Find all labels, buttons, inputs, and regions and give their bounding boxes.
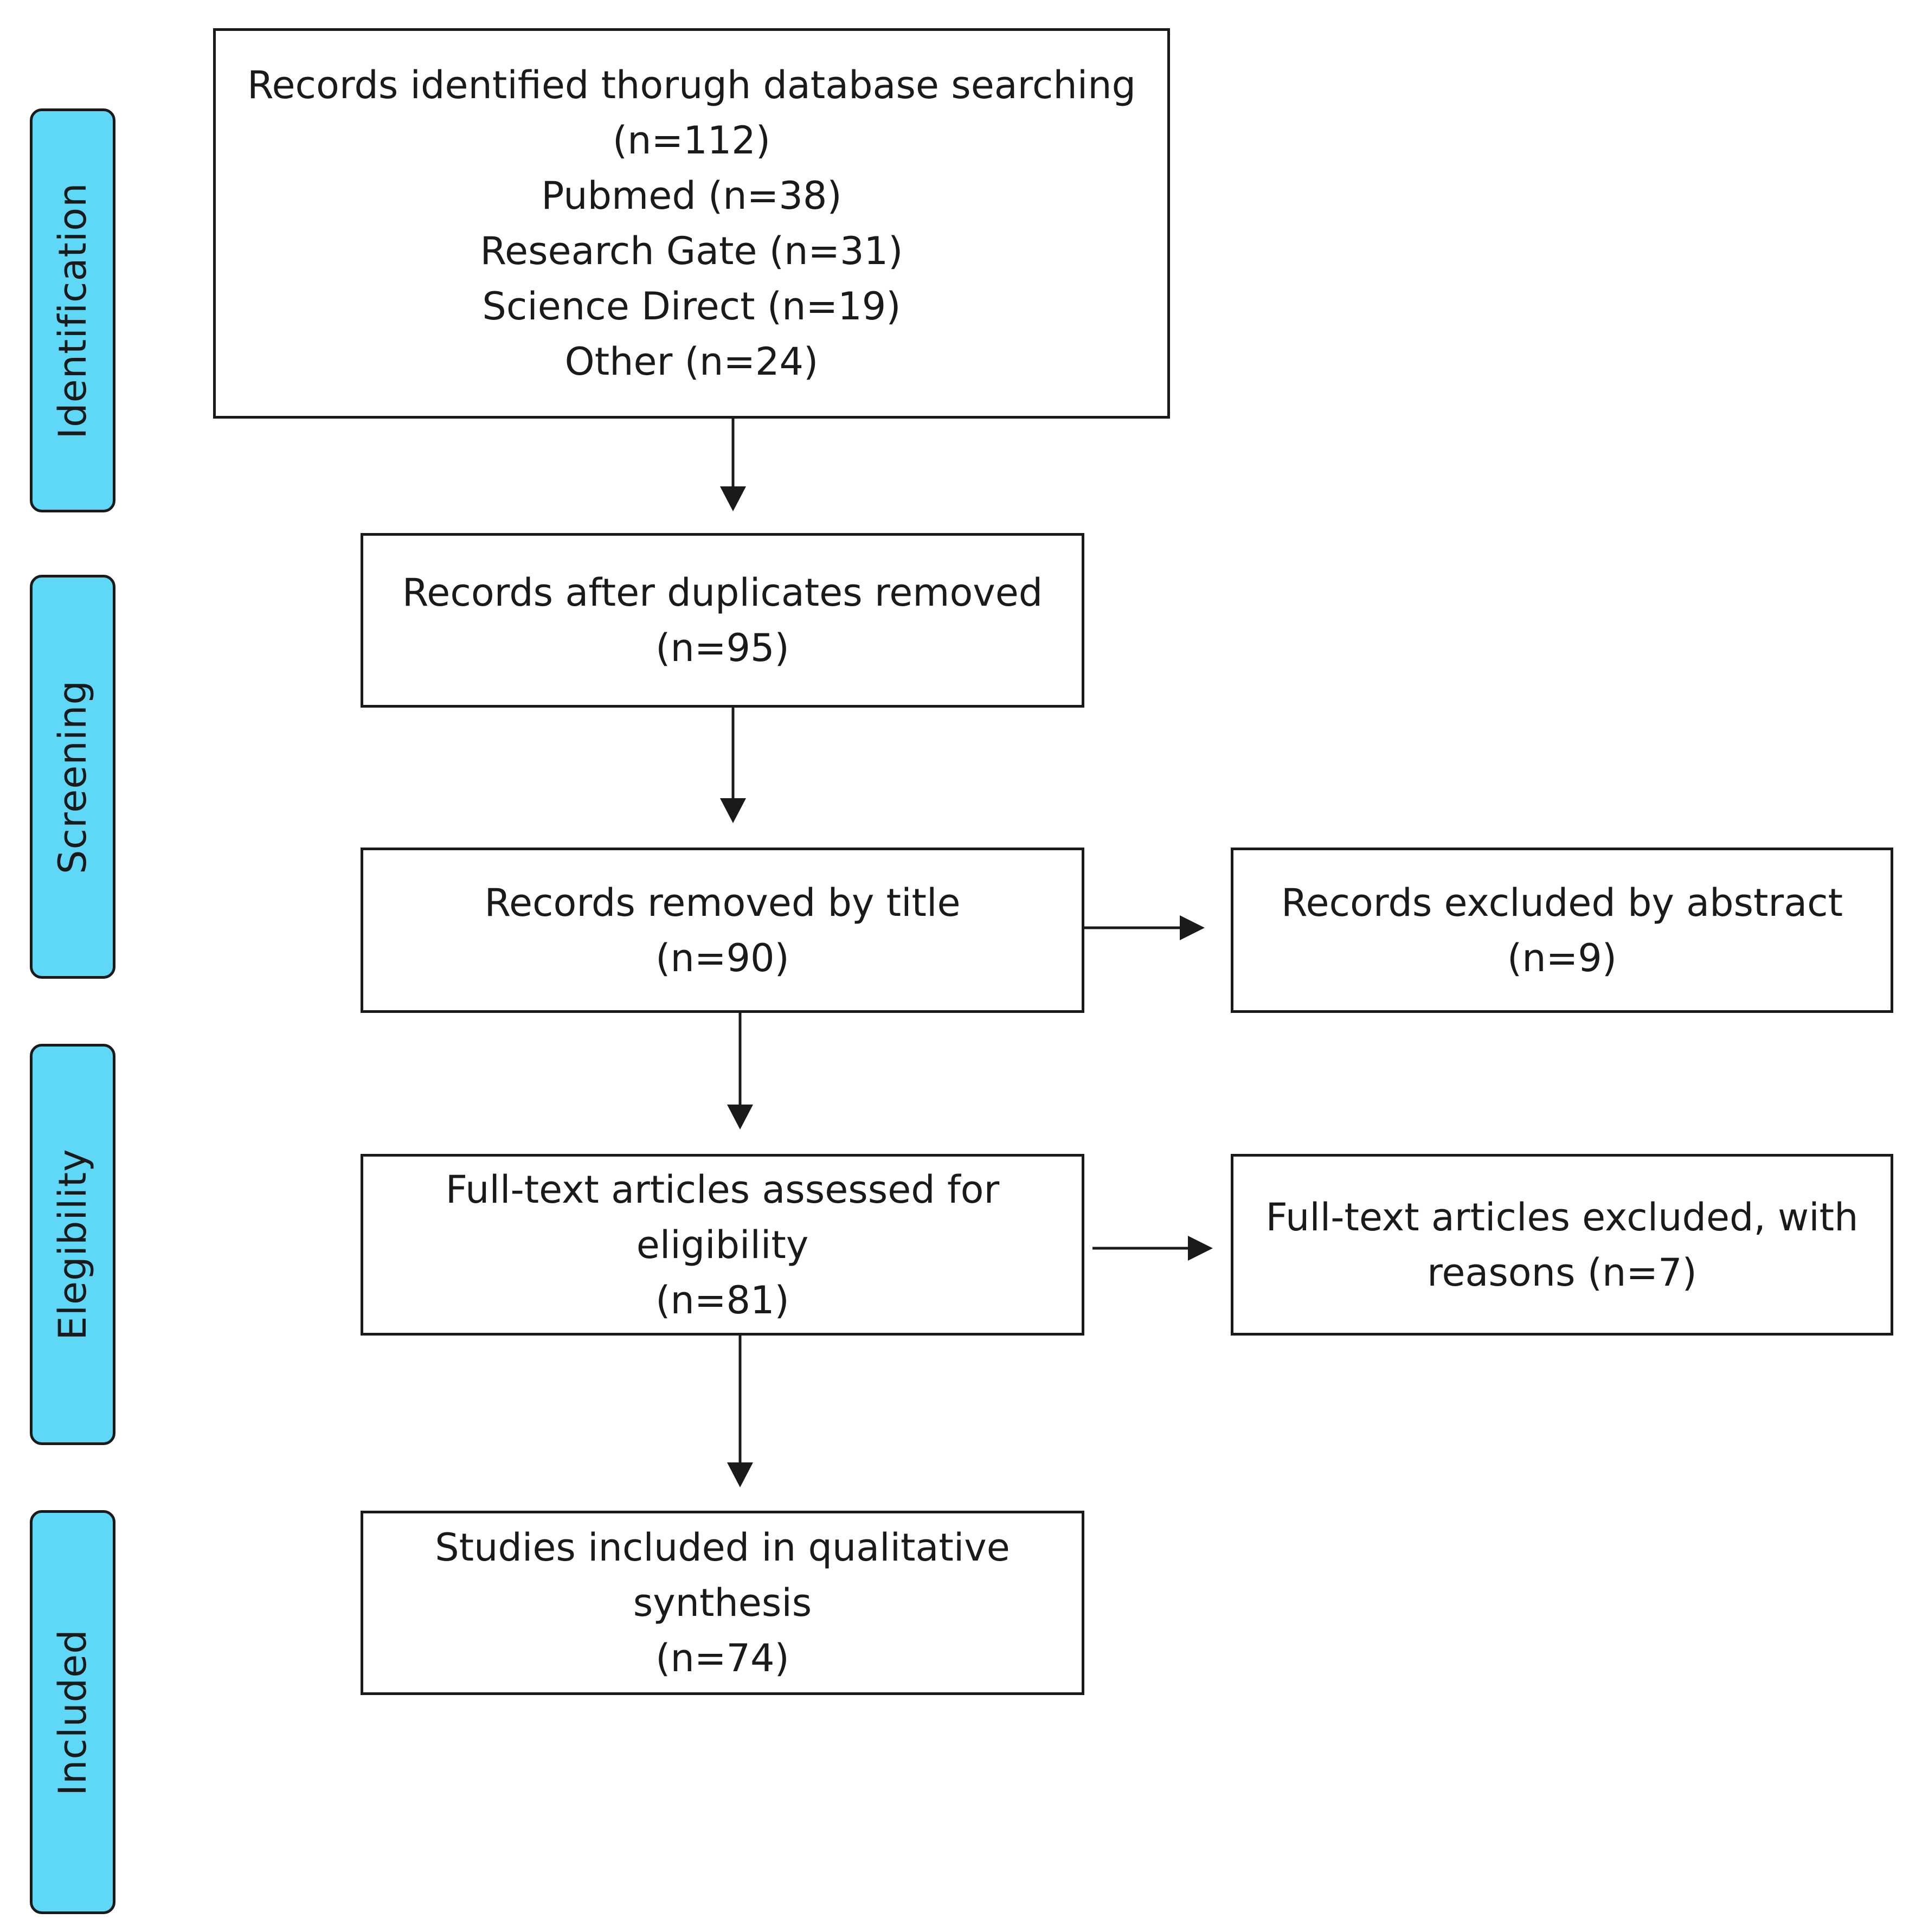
box-line: Records after duplicates removed (402, 570, 1043, 615)
stage-eligibility-label: Elegibility (50, 1148, 95, 1340)
box-line: Full-text articles assessed for (445, 1167, 1000, 1212)
arrowhead-down (727, 1462, 753, 1487)
box-line: eligibility (636, 1222, 809, 1267)
box-studies-included: Studies included in qualitative synthesi… (361, 1511, 1084, 1695)
box-line: Research Gate (n=31) (480, 229, 903, 273)
box-line: Records identified thorugh database sear… (247, 63, 1136, 107)
stage-eligibility: Elegibility (30, 1044, 115, 1445)
box-line: (n=74) (655, 1636, 789, 1680)
arrowhead-down (727, 1105, 753, 1129)
box-line: (n=112) (612, 118, 771, 163)
stage-screening: Screening (30, 575, 115, 979)
box-line: (n=95) (655, 626, 789, 670)
stage-included: Included (30, 1510, 115, 1914)
stage-identification-label: Identification (50, 182, 95, 439)
box-excluded-by-abstract: Records excluded by abstract (n=9) (1231, 848, 1893, 1013)
box-duplicates-removed: Records after duplicates removed (n=95) (361, 533, 1084, 708)
box-line: Records removed by title (484, 880, 961, 925)
box-line: (n=90) (655, 935, 789, 980)
box-line: (n=9) (1507, 935, 1617, 980)
arrowhead-down (720, 486, 746, 511)
stage-included-label: Included (50, 1628, 95, 1796)
box-full-text-assessed: Full-text articles assessed for eligibil… (361, 1154, 1084, 1336)
box-line: Studies included in qualitative (435, 1525, 1010, 1570)
stage-identification: Identification (30, 108, 115, 512)
box-line: Other (n=24) (564, 339, 819, 384)
box-line: Science Direct (n=19) (482, 284, 901, 329)
box-line: Records excluded by abstract (1281, 880, 1843, 925)
box-removed-by-title: Records removed by title (n=90) (361, 848, 1084, 1013)
stage-screening-label: Screening (50, 679, 95, 874)
box-line: reasons (n=7) (1427, 1250, 1697, 1295)
arrowhead-right (1180, 915, 1205, 940)
arrowhead-down (720, 798, 746, 823)
box-full-text-excluded: Full-text articles excluded, with reason… (1231, 1154, 1893, 1336)
box-line: Full-text articles excluded, with (1265, 1195, 1859, 1240)
arrowhead-right (1188, 1236, 1213, 1261)
box-line: Pubmed (n=38) (541, 174, 842, 218)
box-line: synthesis (633, 1581, 812, 1625)
box-records-identified: Records identified thorugh database sear… (213, 28, 1170, 419)
box-line: (n=81) (655, 1278, 789, 1323)
